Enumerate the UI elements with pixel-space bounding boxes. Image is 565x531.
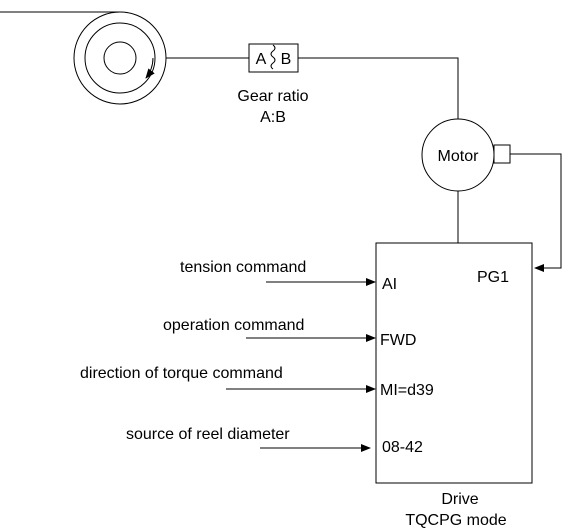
- tension-command-label: tension command: [180, 259, 306, 276]
- drive-frame: [375, 242, 533, 484]
- reel-diameter-source-label: source of reel diameter: [126, 426, 290, 443]
- reel-rotation-arrow: [145, 57, 155, 79]
- reel-inner-circle: [103, 41, 137, 75]
- gear-box: A B: [248, 43, 299, 73]
- drive-caption: Drive: [441, 491, 478, 508]
- terminal-ai: AI: [382, 276, 397, 293]
- gear-label-a: A: [256, 51, 267, 68]
- reel-outer-circle: [73, 11, 167, 105]
- input-tension: tension command: [180, 259, 376, 286]
- gear-ratio-value: A:B: [260, 109, 286, 126]
- gear-mesh-squiggle: [270, 44, 276, 70]
- reel-middle-circle: [84, 22, 156, 94]
- input-operation: operation command: [163, 317, 376, 342]
- gear-to-motor-line: [298, 57, 459, 119]
- terminal-param-08-42: 08-42: [382, 439, 423, 456]
- torque-direction-label: direction of torque command: [80, 365, 283, 382]
- gear-label-b: B: [281, 51, 292, 68]
- encoder-icon: [493, 144, 511, 164]
- motor-label: Motor: [438, 148, 480, 165]
- gear-ratio-caption: Gear ratio: [237, 88, 308, 105]
- encoder-feedback-line: [510, 153, 562, 272]
- drive-box: AI PG1 FWD MI=d39 08-42: [375, 242, 533, 484]
- input-direction: direction of torque command: [80, 365, 376, 393]
- terminal-mi: MI=d39: [380, 382, 434, 399]
- terminal-pg1: PG1: [477, 269, 509, 286]
- terminal-fwd: FWD: [380, 332, 416, 349]
- drive-mode-caption: TQCPG mode: [405, 512, 506, 529]
- operation-command-label: operation command: [163, 317, 304, 334]
- motor: Motor: [421, 118, 511, 192]
- reel: [73, 11, 167, 105]
- input-reel-diameter: source of reel diameter: [126, 426, 371, 452]
